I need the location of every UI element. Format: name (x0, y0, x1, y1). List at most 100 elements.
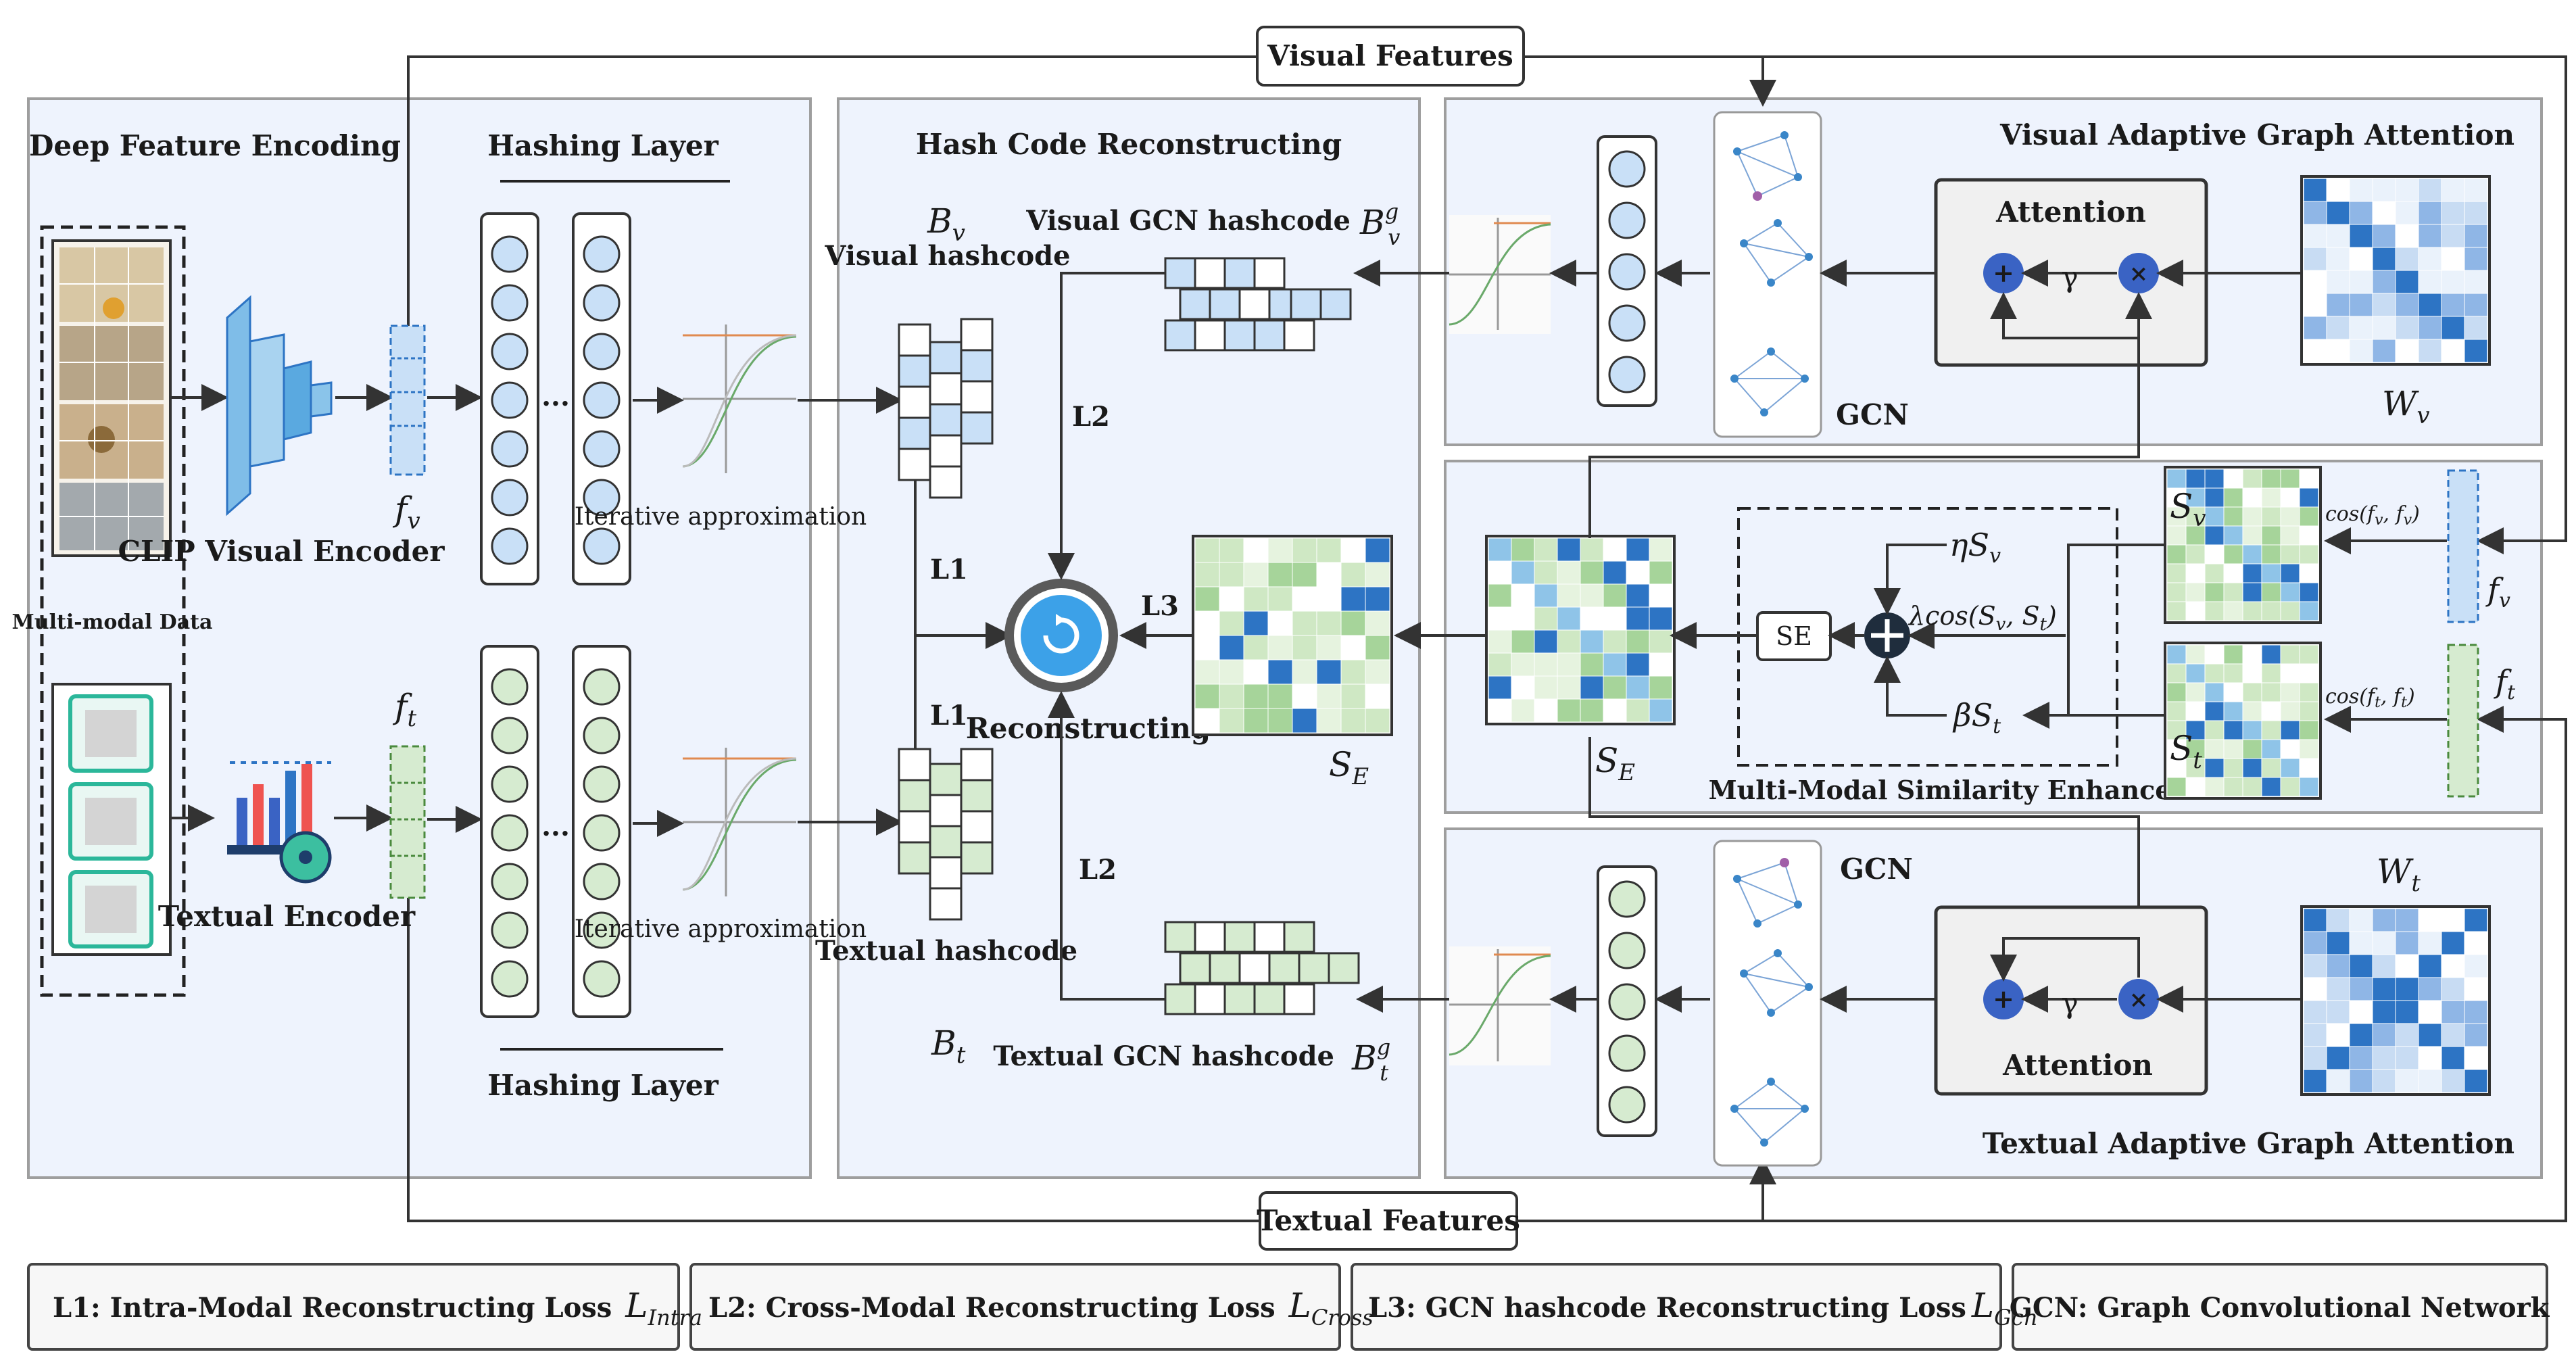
reconstructing-icon (1004, 579, 1118, 692)
title-textual-aga: Textual Adaptive Graph Attention (1983, 1127, 2514, 1160)
textual-hashcode-label: Textual hashcode (815, 935, 1077, 967)
tanh-plot-textual-gcn (1449, 946, 1551, 1065)
image-thumbnails (51, 239, 172, 557)
attention-bottom-label: Attention (2002, 1049, 2153, 1082)
l1-top-label: L1 (930, 554, 968, 585)
bt-label: Bt (931, 1024, 966, 1069)
tanh-plot-bottom (682, 748, 797, 896)
multimodal-data-label: Multi-modal Data (12, 610, 213, 634)
legend (27, 1263, 2548, 1351)
svg-text:+: + (1993, 258, 2014, 288)
gamma-bottom: γ (2061, 986, 2078, 1019)
gcn-bottom-label: GCN (1840, 852, 1913, 886)
visual-gcn-nodes (1597, 135, 1657, 407)
ft-label: ft (392, 687, 417, 732)
svg-text:×: × (2129, 986, 2149, 1013)
text-documents (51, 683, 172, 956)
se-sim-label: SE (1595, 741, 1635, 786)
title-hash-code-reconstructing: Hash Code Reconstructing (916, 128, 1342, 161)
fv-label: fv (392, 489, 420, 535)
hash-top-ellipsis: ... (541, 381, 570, 412)
clip-encoder-icon (226, 295, 333, 516)
bv-label: Bv (927, 201, 965, 247)
se-sim-routing (1588, 292, 2152, 979)
hashing-layer-bottom (480, 645, 631, 1018)
hash-bottom-ellipsis: ... (541, 811, 570, 842)
visual-features-routing (407, 55, 2567, 554)
title-deep-feature-encoding: Deep Feature Encoding (29, 129, 401, 162)
arrow-textual-gcn-to-recon (1048, 691, 1165, 1001)
title-visual-aga: Visual Adaptive Graph Attention (1999, 118, 2514, 151)
wt-label: Wt (2377, 852, 2421, 897)
legend-gcn: GCN: Graph Convolutional Network (2010, 1292, 2550, 1324)
sum-node (1864, 612, 1910, 658)
visual-hashcode-label: Visual hashcode (824, 240, 1070, 272)
wv-matrix (2300, 175, 2491, 366)
l1-bottom-label: L1 (930, 700, 968, 731)
visual-graph-panel (1713, 111, 1822, 438)
title-hashing-layer-bottom: Hashing Layer (487, 1069, 719, 1102)
textual-graph-panel (1713, 840, 1822, 1167)
ft-sim-vector (2447, 644, 2479, 798)
gcn-top-label: GCN (1836, 398, 1909, 431)
wv-label: Wv (2382, 384, 2430, 429)
attention-top-label: Attention (1995, 195, 2146, 228)
bv-hashcode-grid (898, 318, 994, 499)
textual-gcn-hashcode-grid (1164, 921, 1360, 1015)
tanh-plot-visual-gcn (1449, 215, 1551, 334)
se-recon-label: SE (1329, 745, 1369, 790)
cos-fv-label: cos(fv, fv) (2325, 502, 2420, 529)
l2-bottom-label: L2 (1079, 854, 1117, 886)
visual-gcn-hashcode-label: Visual GCN hashcode (1025, 205, 1351, 237)
attention-box-bottom: + × (1934, 905, 2208, 1096)
textual-encoder-label: Textual Encoder (158, 900, 416, 933)
visual-gcn-hashcode-grid (1164, 257, 1352, 352)
sv-label: Sv (2170, 487, 2206, 532)
visual-features-box (1256, 26, 1525, 87)
iterative-approx-bottom: Iterative approximation (575, 915, 867, 943)
gamma-top: γ (2061, 260, 2078, 293)
textual-gcn-nodes (1597, 865, 1657, 1137)
se-block-label: SE (1776, 621, 1812, 651)
wt-matrix (2300, 905, 2491, 1096)
sim-internal-routing (1874, 544, 2167, 729)
st-matrix (2164, 642, 2322, 800)
textual-features-routing (407, 706, 2567, 1222)
reconstructing-label: Reconstructing (966, 712, 1211, 745)
cos-ft-label: cos(ft, ft) (2325, 685, 2415, 711)
fv-sim-label: fv (2485, 571, 2510, 612)
textual-features-box (1259, 1191, 1518, 1251)
title-hashing-layer-top: Hashing Layer (487, 129, 719, 162)
mmse-label: Multi-Modal Similarity Enhance (1709, 775, 2172, 805)
tanh-plot-top (682, 324, 797, 473)
textual-gcn-hashcode-label: Textual GCN hashcode (993, 1040, 1334, 1072)
textual-encoder-icon (227, 761, 332, 884)
bt-hashcode-grid (898, 748, 994, 921)
se-matrix-recon (1192, 535, 1393, 736)
lambda-cos-label: λcos(Sv, St) (1907, 601, 2057, 635)
fv-vector (389, 324, 426, 476)
textual-features-label: Textual Features (1257, 1204, 1520, 1237)
hashing-layer-top (480, 212, 631, 585)
st-label: St (2170, 729, 2202, 774)
iterative-approx-top: Iterative approximation (575, 503, 867, 531)
se-matrix-sim (1485, 535, 1676, 725)
svg-text:×: × (2129, 260, 2149, 287)
eta-sv-label: ηSv (1949, 527, 2001, 568)
fv-sim-vector (2447, 469, 2479, 623)
beta-st-label: βSt (1952, 697, 2001, 738)
clip-encoder-label: CLIP Visual Encoder (118, 535, 445, 568)
ft-sim-label: ft (2494, 663, 2516, 704)
visual-features-label: Visual Features (1267, 39, 1513, 72)
ft-vector (389, 745, 426, 899)
sv-matrix (2164, 466, 2322, 624)
svg-text:+: + (1993, 984, 2014, 1014)
l3-label: L3 (1141, 590, 1179, 622)
l2-top-label: L2 (1072, 401, 1110, 433)
